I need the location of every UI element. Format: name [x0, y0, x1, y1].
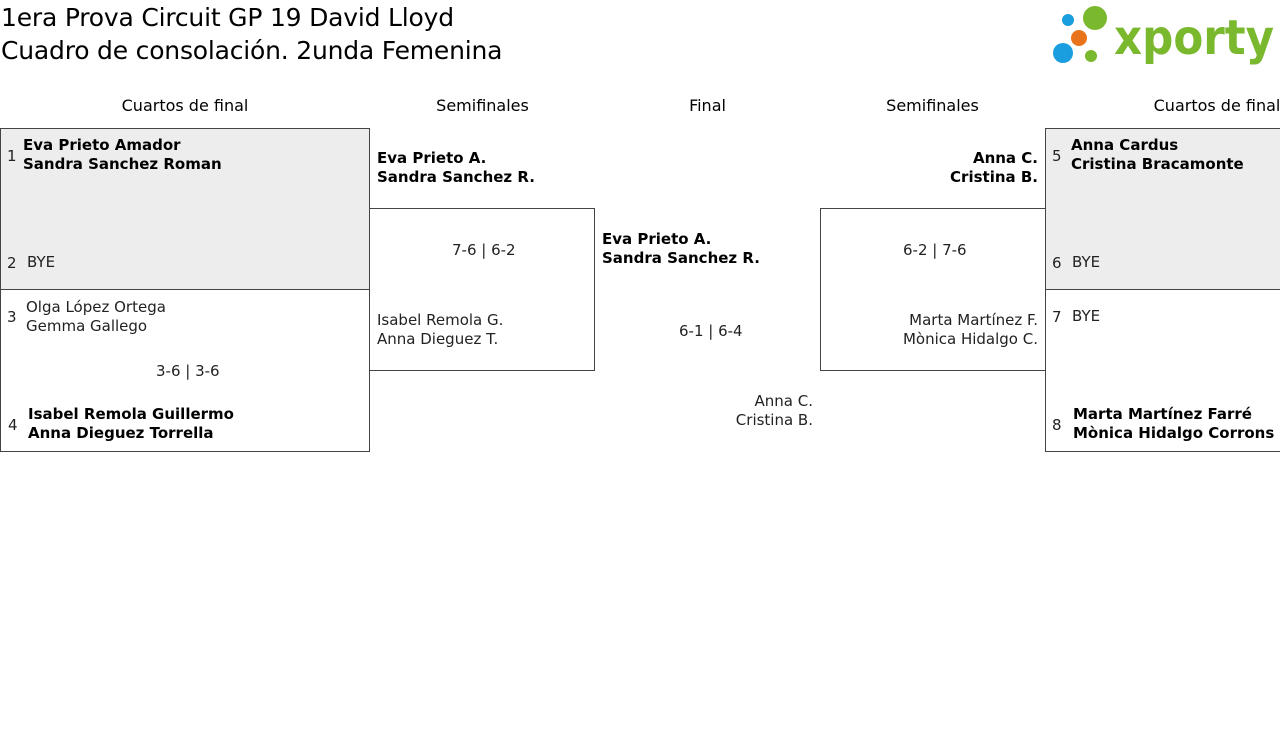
player-name: Marta Martínez F. — [909, 311, 1038, 329]
player-name: Mònica Hidalgo C. — [902, 330, 1038, 348]
player-name: Marta Martínez Farré — [1073, 405, 1252, 423]
seed-number: 6 — [1052, 254, 1062, 272]
logo-dot-green — [1083, 6, 1107, 30]
player-name: Olga López Ortega — [26, 298, 166, 316]
team-entry[interactable]: Eva Prieto A. Sandra Sanchez R. — [602, 230, 760, 268]
round-header-final: Final — [689, 96, 726, 115]
seed-number: 8 — [1052, 416, 1062, 434]
match-score: 6-1 | 6-4 — [679, 322, 743, 340]
seed-number: 7 — [1052, 308, 1062, 326]
team-entry[interactable]: Anna C. Cristina B. — [950, 149, 1038, 187]
bye-entry: BYE — [27, 253, 56, 271]
match-score: 6-2 | 7-6 — [903, 241, 967, 259]
left-sf-match — [369, 208, 595, 371]
team-entry[interactable]: Eva Prieto A. Sandra Sanchez R. — [377, 149, 535, 187]
round-header-left-semifinals: Semifinales — [436, 96, 529, 115]
match-score: 3-6 | 3-6 — [156, 362, 220, 380]
logo-dot-orange — [1071, 30, 1087, 46]
player-name: Sandra Sanchez R. — [602, 249, 760, 267]
player-name: Gemma Gallego — [26, 317, 148, 335]
team-entry[interactable]: Isabel Remola Guillermo Anna Dieguez Tor… — [28, 405, 234, 443]
bye-entry: BYE — [1072, 253, 1101, 271]
seed-number: 3 — [7, 308, 17, 326]
team-entry[interactable]: Isabel Remola G. Anna Dieguez T. — [377, 311, 503, 349]
seed-number: 2 — [7, 254, 17, 272]
round-header-left-quarterfinals: Cuartos de final — [121, 96, 249, 115]
player-name: Sandra Sanchez Roman — [23, 155, 222, 173]
left-qf-match-1 — [0, 128, 370, 290]
right-qf-match-2 — [1045, 289, 1280, 452]
logo-dot-green-small — [1085, 50, 1097, 62]
right-qf-match-1 — [1045, 128, 1280, 290]
team-entry[interactable]: Marta Martínez F. Mònica Hidalgo C. — [903, 311, 1038, 349]
round-header-right-quarterfinals: Cuartos de final — [1153, 96, 1280, 115]
player-name: Anna Cardus — [1071, 136, 1179, 154]
player-name: Cristina B. — [735, 411, 813, 429]
player-name: Anna Dieguez T. — [377, 330, 499, 348]
player-name: Eva Prieto A. — [377, 149, 487, 167]
player-name: Eva Prieto A. — [602, 230, 712, 248]
player-name: Isabel Remola Guillermo — [28, 405, 234, 423]
draw-subtitle: Cuadro de consolación. 2unda Femenina — [1, 36, 503, 65]
team-entry[interactable]: Eva Prieto Amador Sandra Sanchez Roman — [23, 136, 222, 174]
match-score: 7-6 | 6-2 — [452, 241, 516, 259]
round-header-right-semifinals: Semifinales — [886, 96, 979, 115]
player-name: Cristina Bracamonte — [1071, 155, 1244, 173]
player-name: Cristina B. — [950, 168, 1038, 186]
logo-text: xporty — [1114, 10, 1274, 66]
team-entry[interactable]: Marta Martínez Farré Mònica Hidalgo Corr… — [1073, 405, 1274, 443]
team-entry[interactable]: Anna C. Cristina B. — [736, 392, 813, 430]
xporty-logo: xporty — [1053, 6, 1274, 66]
player-name: Anna C. — [754, 392, 813, 410]
tournament-title: 1era Prova Circuit GP 19 David Lloyd — [1, 3, 454, 32]
player-name: Anna C. — [972, 149, 1038, 167]
seed-number: 4 — [8, 416, 18, 434]
logo-dot-blue-small — [1062, 14, 1074, 26]
player-name: Eva Prieto Amador — [23, 136, 181, 154]
seed-number: 1 — [7, 147, 17, 165]
player-name: Mònica Hidalgo Corrons — [1073, 424, 1275, 442]
player-name: Sandra Sanchez R. — [377, 168, 535, 186]
team-entry[interactable]: Anna Cardus Cristina Bracamonte — [1071, 136, 1244, 174]
player-name: Isabel Remola G. — [377, 311, 504, 329]
team-entry[interactable]: Olga López Ortega Gemma Gallego — [26, 298, 166, 336]
bye-entry: BYE — [1072, 307, 1101, 325]
logo-dot-blue — [1053, 43, 1073, 63]
player-name: Anna Dieguez Torrella — [28, 424, 214, 442]
seed-number: 5 — [1052, 147, 1062, 165]
